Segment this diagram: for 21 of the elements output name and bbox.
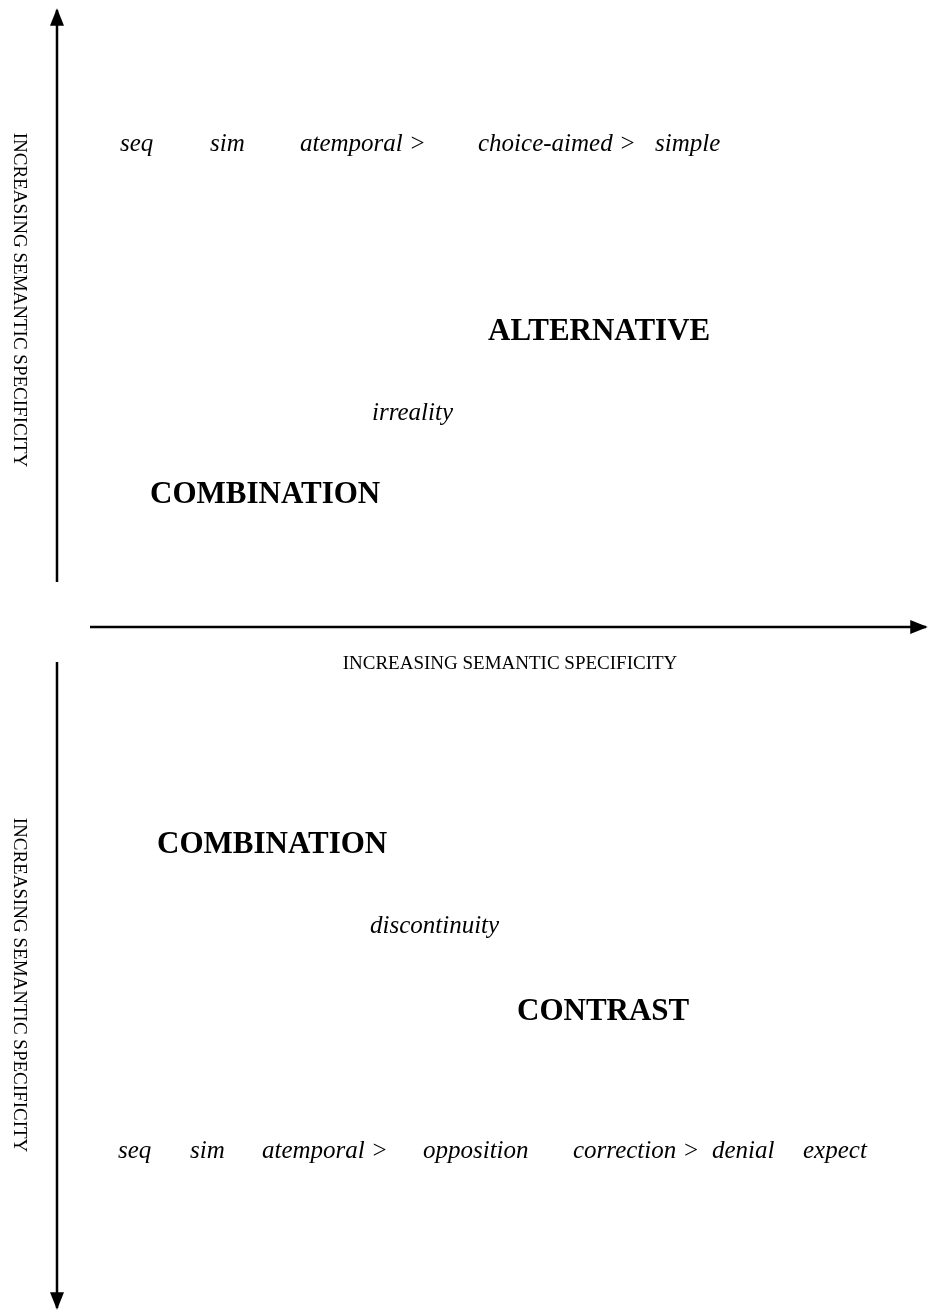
- category-heading: COMBINATION: [157, 825, 388, 861]
- term-label: sim: [210, 129, 245, 157]
- term-label: atemporal >: [262, 1136, 388, 1164]
- axis-label: INCREASING SEMANTIC SPECIFICITY: [9, 132, 31, 468]
- term-label: seq: [120, 129, 154, 157]
- term-label: atemporal >: [300, 129, 426, 157]
- term-label: correction >: [573, 1136, 700, 1164]
- term-label: sim: [190, 1136, 225, 1164]
- category-heading: CONTRAST: [517, 992, 690, 1028]
- term-label: choice-aimed >: [478, 129, 636, 157]
- category-heading: COMBINATION: [150, 475, 381, 511]
- term-label: opposition: [423, 1136, 529, 1164]
- term-label: denial: [712, 1136, 775, 1164]
- term-label: expect: [803, 1136, 867, 1164]
- axis-label: INCREASING SEMANTIC SPECIFICITY: [9, 817, 31, 1153]
- term-label: seq: [118, 1136, 152, 1164]
- category-heading: ALTERNATIVE: [488, 312, 711, 348]
- axis-label: INCREASING SEMANTIC SPECIFICITY: [342, 652, 678, 674]
- dimension-label: discontinuity: [370, 911, 500, 939]
- term-label: simple: [655, 129, 721, 157]
- dimension-label: irreality: [372, 398, 453, 426]
